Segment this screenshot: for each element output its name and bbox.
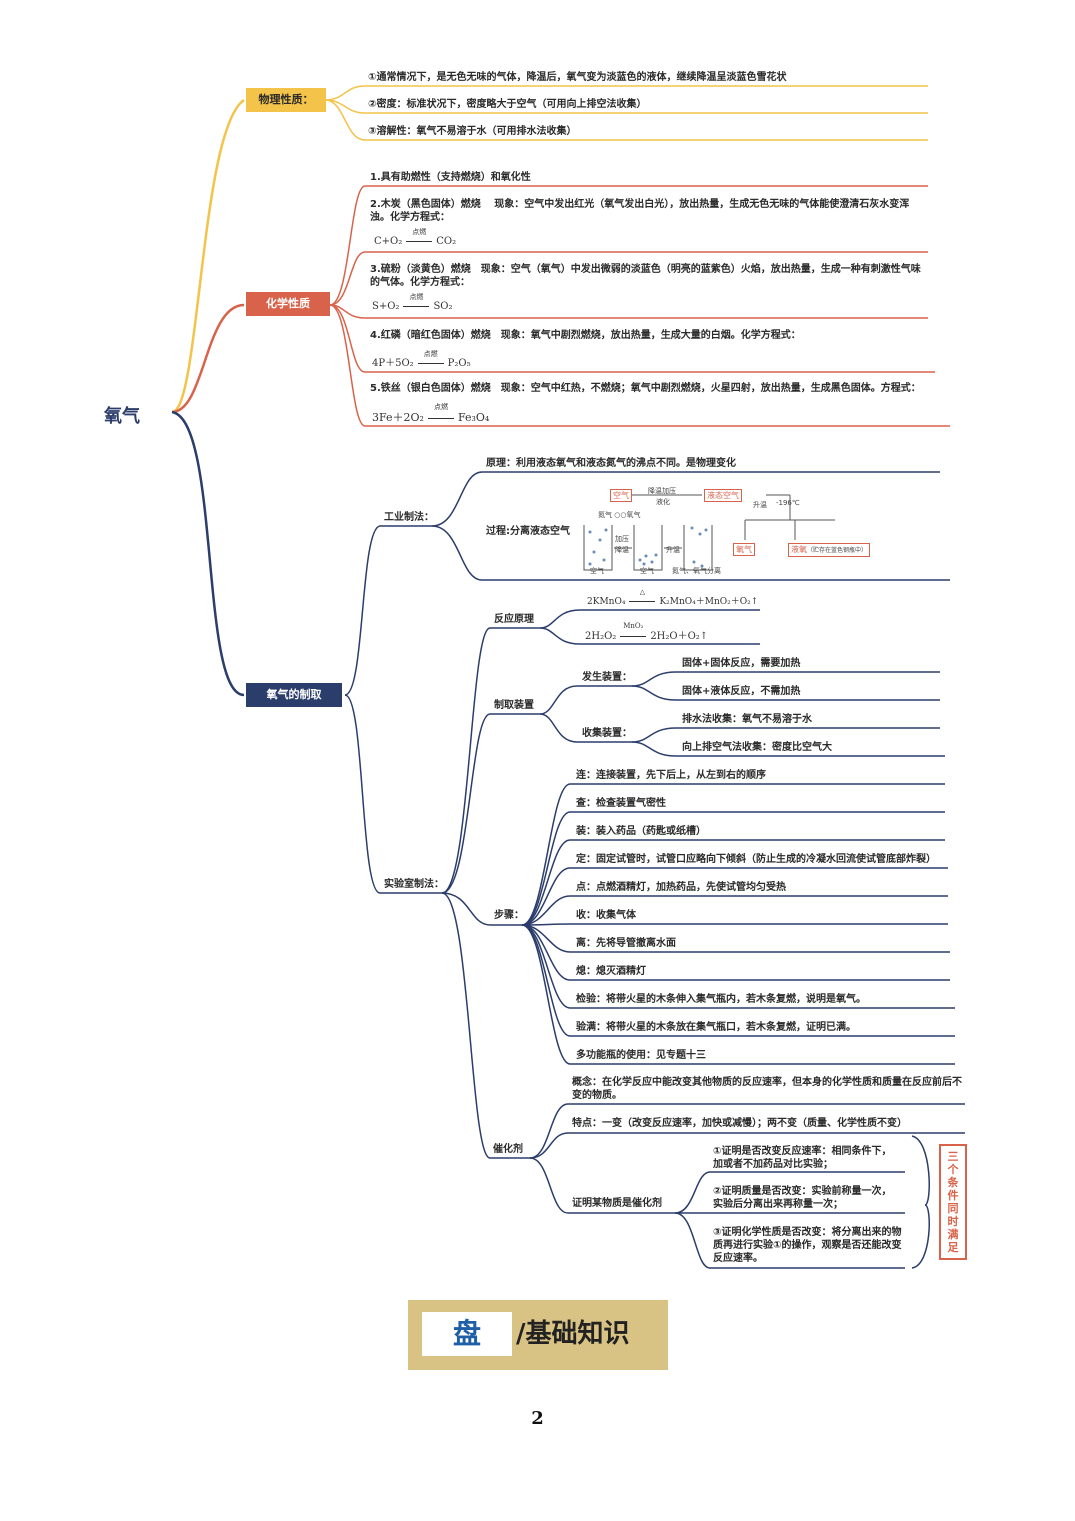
diagram-liquid-o2: 液氧（贮存在蓝色钢瓶中） [788,543,871,557]
steps-label: 步骤： [494,910,524,921]
diagram-temp: -196℃ [776,499,800,507]
chemical-header: 化学性质 [246,292,330,316]
diagram-step1: 降温加压 [648,487,676,495]
collector-item-2: 向上排空气法收集：密度比空气大 [682,742,832,753]
catalyst-prove-label: 证明某物质是催化剂 [572,1198,662,1209]
step-5: 点：点燃酒精灯，加热药品，先使试管均匀受热 [576,882,786,893]
chemical-item-1: 1.具有助燃性（支持燃烧）和氧化性 [370,172,531,183]
diagram-air: 空气 [610,489,632,502]
industrial-process: 过程:分离液态空气 [486,526,570,537]
generator-item-2: 固体+液体反应，不需加热 [682,686,801,697]
diagram-warm2: 升温 [666,546,680,554]
step-9: 检验：将带火星的木条伸入集气瓶内，若木条复燃，说明是氧气。 [576,994,866,1005]
generator-item-1: 固体+固体反应，需要加热 [682,658,801,669]
footer-banner: 盘 /基础知识 [408,1300,668,1370]
diagram-oxygen: 氧气 [733,543,755,556]
industrial-label: 工业制法： [384,512,434,523]
chemical-item-3: 3.硫粉（淡黄色）燃烧 现象：空气（氧气）中发出微弱的淡蓝色（明亮的蓝紫色）火焰… [370,264,921,288]
catalyst-concept: 概念：在化学反应中能改变其他物质的反应速率，但本身的化学性质和质量在反应前后不变… [572,1077,962,1101]
step-3: 装：装入药品（药匙或纸槽） [576,826,706,837]
diagram-warm: 升温 [753,501,767,509]
condition-note: 三个条件同时满足 [939,1144,967,1260]
physical-item-1: ①通常情况下，是无色无味的气体，降温后，氧气变为淡蓝色的液体，继续降温呈淡蓝色雪… [368,72,787,83]
step-7: 离：先将导管撤离水面 [576,938,676,949]
lab-label: 实验室制法： [384,879,444,890]
mindmap-connectors [171,85,965,1269]
industrial-principle: 原理：利用液态氧气和液态氮气的沸点不同。是物理变化 [486,458,736,469]
branch-physical-line [171,98,245,414]
step-6: 收：收集气体 [576,910,636,921]
diagram-legend: 氮气 ○○氧气 [598,511,641,519]
step-4: 定：固定试管时，试管口应略向下倾斜（防止生成的冷凝水回流使试管底部炸裂） [576,854,936,865]
step-1: 连：连接装置，先下后上，从左到右的顺序 [576,770,766,781]
device-label: 制取装置 [494,700,534,711]
step-2: 查：检查装置气密性 [576,798,666,809]
diagram-cool: 降温 [615,546,629,554]
equation-kmno4: 2KMnO₄△K₂MnO₄＋MnO₂＋O₂↑ [587,588,759,607]
diagram-step1b: 液化 [656,498,670,506]
step-8: 熄：熄灭酒精灯 [576,966,646,977]
generator-label: 发生装置： [582,672,632,683]
diagram-cap2: 空气 [640,567,654,575]
prep-header: 氧气的制取 [246,683,342,707]
step-11: 多功能瓶的使用：见专题十三 [576,1050,706,1061]
branch-prep-line [171,410,245,697]
catalyst-prove-3: ③证明化学性质是否改变：将分离出来的物质再进行实验①的操作，观察是否还能改变反应… [713,1227,902,1264]
chemical-item-2: 2.木炭（黑色固体）燃烧 现象：空气中发出红光（氧气发出白光），放出热量，生成无… [370,199,910,223]
chemical-item-4: 4.红磷（暗红色固体）燃烧 现象：氧气中剧烈燃烧，放出热量，生成大量的白烟。化学… [370,330,801,341]
physical-header: 物理性质： [246,88,326,112]
physical-item-2: ②密度：标准状况下，密度略大于空气（可用向上排空法收集） [368,99,647,110]
banner-first-char: 盘 [422,1312,512,1356]
page-number: 2 [531,1408,544,1429]
catalyst-feature: 特点：一变（改变反应速率，加快或减慢）；两不变（质量、化学性质不变） [572,1118,907,1129]
diagram-pressurize: 加压 [615,535,629,543]
collector-label: 收集装置： [582,728,632,739]
root-topic: 氧气 [104,406,140,427]
branch-chemical-line [171,303,245,414]
catalyst-prove-2: ②证明质量是否改变：实验前称量一次，实验后分离出来再称量一次； [713,1186,892,1210]
reaction-label: 反应原理 [494,614,534,625]
industrial-process-diagram [583,494,835,571]
collector-item-1: 排水法收集：氧气不易溶于水 [682,714,812,725]
catalyst-prove-1: ①证明是否改变反应速率：相同条件下，加或者不加药品对比实验； [713,1146,892,1170]
diagram-liquid-air: 液态空气 [704,489,742,502]
diagram-cap3: 氮气、氧气分离 [672,567,721,575]
physical-item-3: ③溶解性：氧气不易溶于水（可用排水法收集） [368,126,577,137]
banner-title: /基础知识 [516,1319,630,1349]
chemical-item-5: 5.铁丝（银白色固体）燃烧 现象：空气中红热，不燃烧；氧气中剧烈燃烧，火星四射，… [370,383,921,394]
catalyst-label: 催化剂 [493,1144,523,1155]
diagram-cap1: 空气 [590,567,604,575]
step-10: 验满：将带火星的木条放在集气瓶口，若木条复燃，证明已满。 [576,1022,856,1033]
